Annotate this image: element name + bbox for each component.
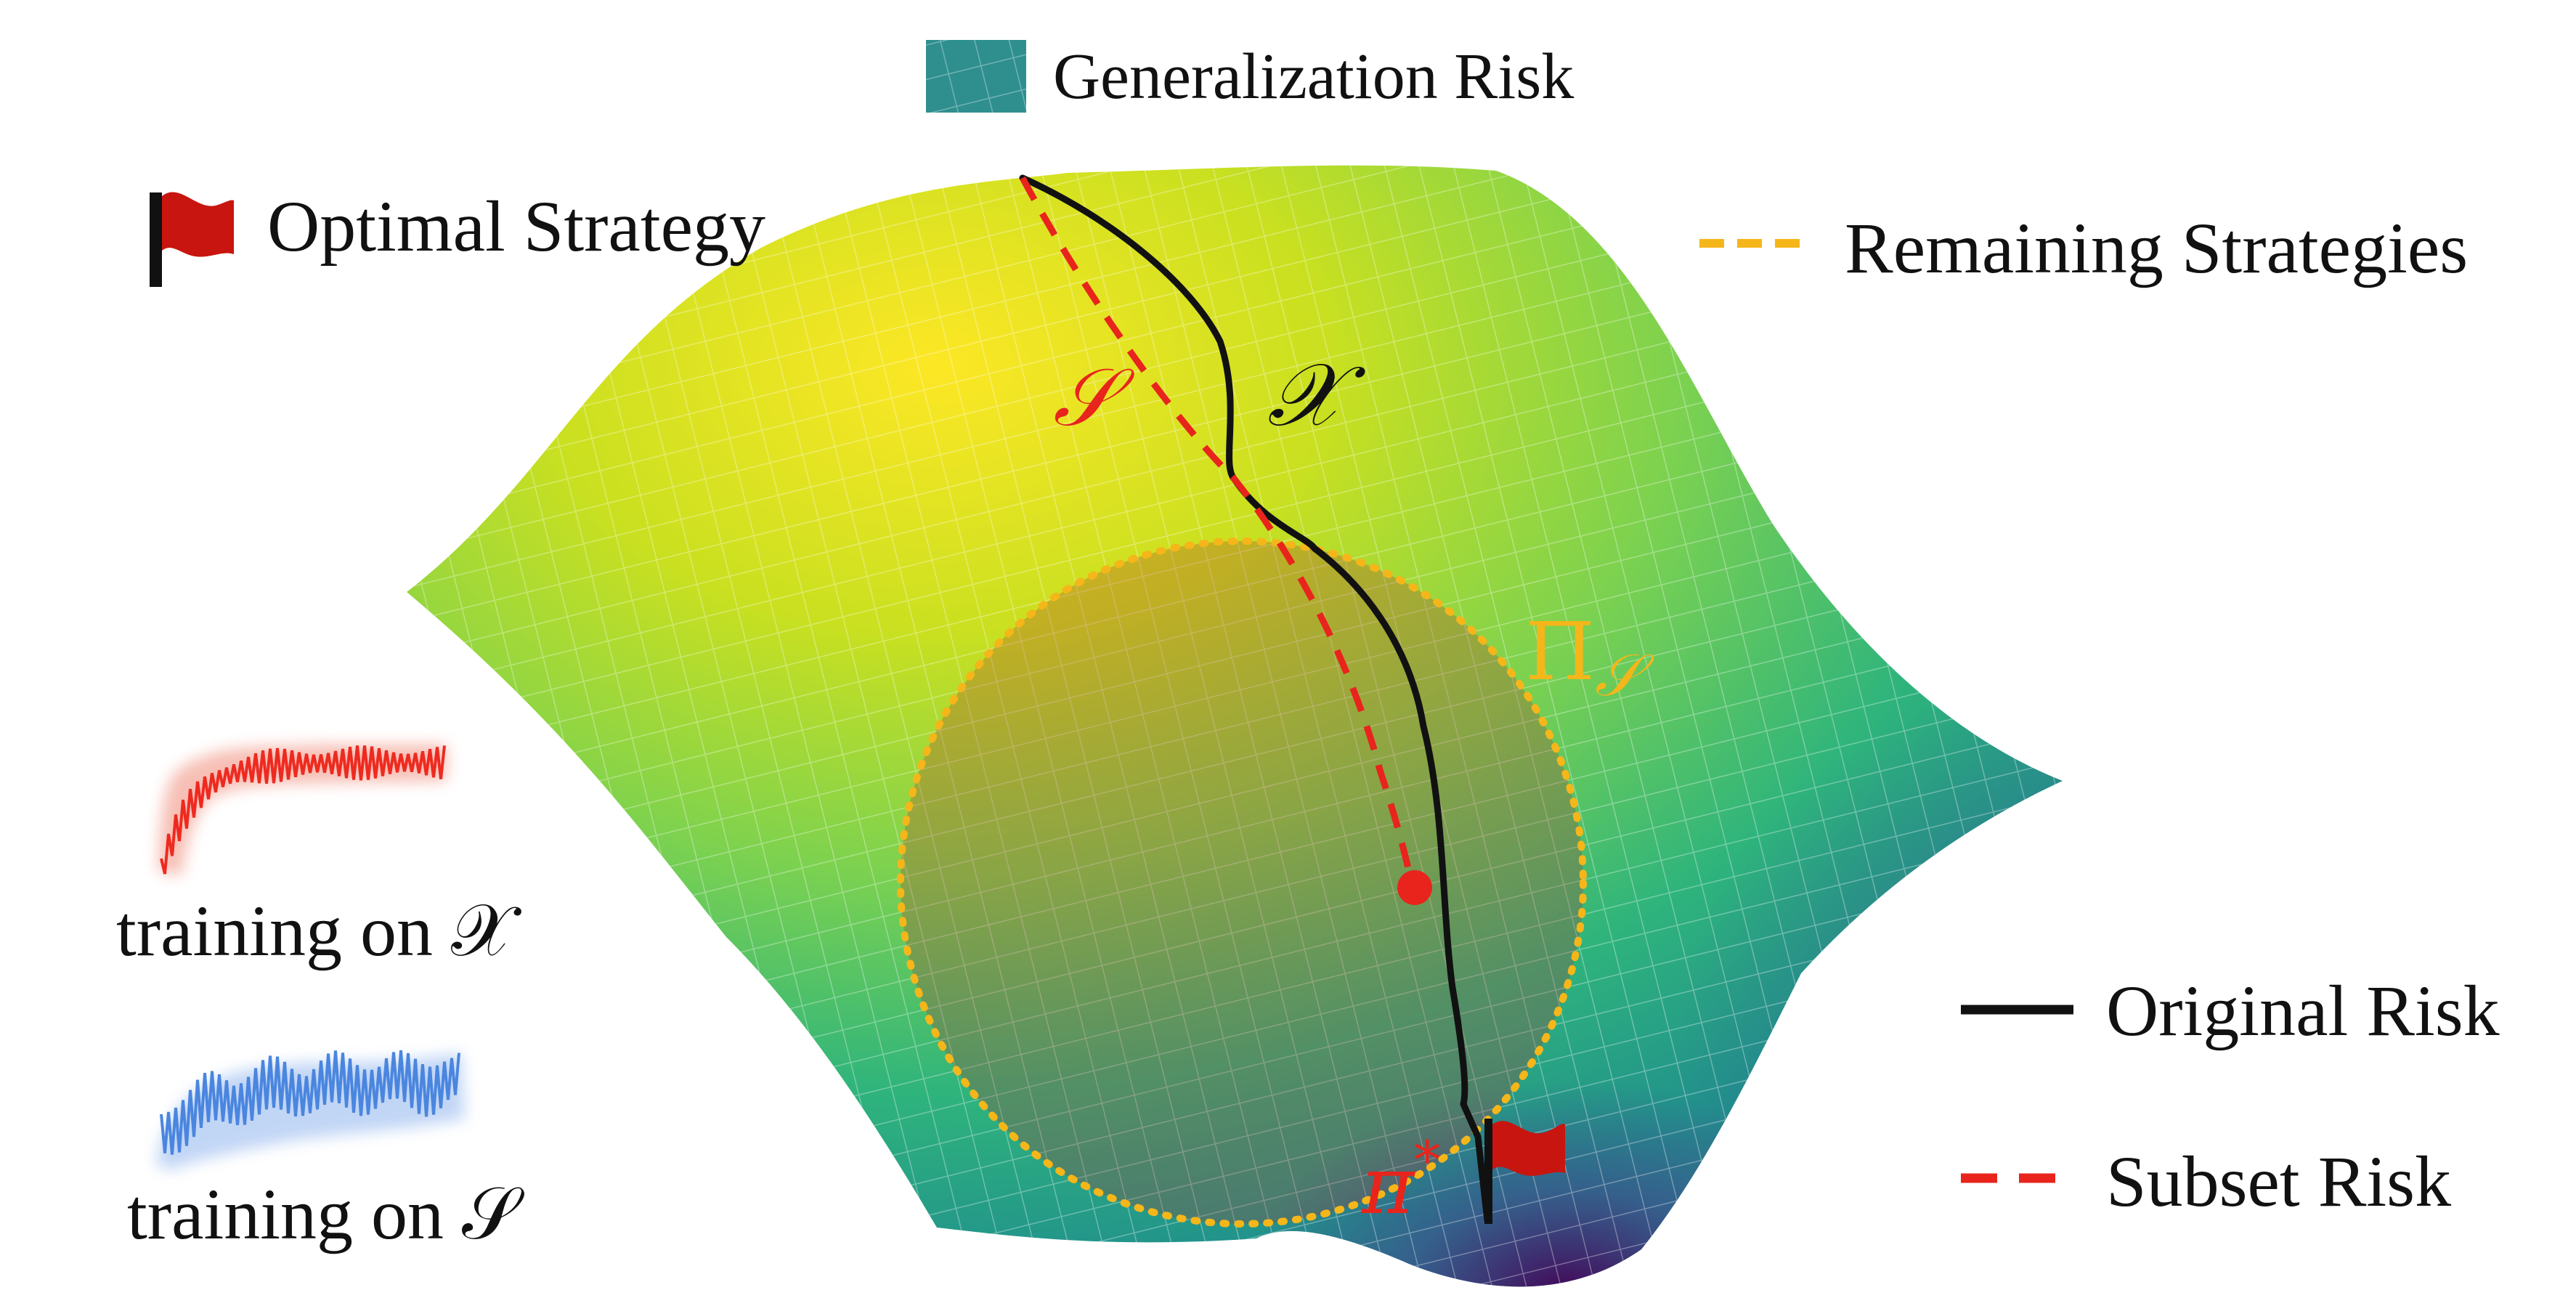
- flag-icon: [150, 192, 234, 287]
- legend-remaining-strategies: Remaining Strategies: [1699, 208, 2468, 288]
- legend-subset-risk: Subset Risk: [1961, 1141, 2451, 1222]
- optimal-flag-icon: [1484, 1119, 1565, 1224]
- original-risk-path: [1019, 174, 1491, 1224]
- legend-original-risk: Original Risk: [1961, 970, 2500, 1051]
- remaining-strategies-region: [897, 538, 1587, 1228]
- legend-optimal-strategy: Optimal Strategy: [150, 186, 765, 287]
- training-full-label: training on 𝒳: [116, 891, 521, 971]
- generalization-risk-label: Generalization Risk: [1053, 41, 1574, 113]
- optimum-symbol-label: π*: [1361, 1129, 1440, 1232]
- subset-optimum-point: [1397, 870, 1432, 905]
- remaining-strategies-label: Remaining Strategies: [1845, 208, 2468, 288]
- optimal-strategy-label: Optimal Strategy: [267, 186, 765, 267]
- training-curve-full: [158, 745, 447, 875]
- training-curve-subset: [156, 1050, 465, 1169]
- training-subset-label: training on 𝒮: [127, 1174, 524, 1254]
- original-risk-label: Original Risk: [2106, 970, 2500, 1051]
- legend-generalization-risk: Generalization Risk: [926, 40, 1574, 113]
- subset-risk-label: Subset Risk: [2106, 1141, 2451, 1222]
- subset-risk-path: [1020, 176, 1416, 888]
